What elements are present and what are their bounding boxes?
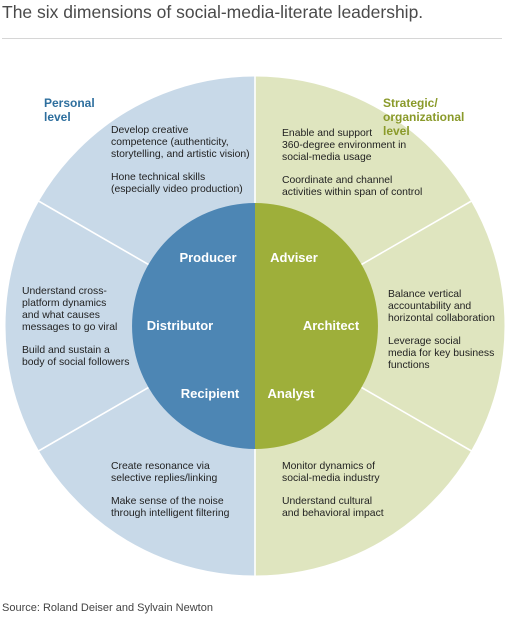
architect-role-label: Architect — [303, 318, 360, 333]
description-line: Monitor dynamics of — [282, 461, 375, 472]
description-line: Enable and support — [282, 128, 373, 139]
recipient-description: Create resonance via selective replies/l… — [111, 461, 229, 520]
description-line: Coordinate and channel — [282, 175, 393, 186]
description-line: and behavioral impact — [282, 508, 384, 519]
analyst-description: Monitor dynamics of social-media industr… — [282, 461, 384, 520]
personal-level-line: level — [44, 110, 71, 124]
producer-description: Develop creative competence (authenticit… — [111, 125, 250, 196]
personal-level-line: Personal — [44, 96, 95, 110]
description-line: 360-degree environment in — [282, 140, 407, 151]
outer-ring-personal — [5, 76, 255, 576]
description-line: and what causes — [22, 310, 100, 321]
description-line: social-media usage — [282, 152, 372, 163]
description-line: Balance vertical — [388, 289, 462, 300]
description-line: Understand cultural — [282, 496, 373, 507]
description-line: activities within span of control — [282, 187, 423, 198]
description-line: Leverage social — [388, 336, 461, 347]
description-line: (especially video production) — [111, 184, 243, 195]
page-title: The six dimensions of social-media-liter… — [2, 2, 424, 22]
producer-role-label: Producer — [179, 250, 236, 265]
analyst-role-label: Analyst — [268, 386, 316, 401]
description-line: Hone technical skills — [111, 172, 206, 183]
strategic-level-label: Strategic/ organizational level — [383, 96, 467, 138]
source-note: Source: Roland Deiser and Sylvain Newton — [2, 602, 213, 614]
inner-circle-strategic — [255, 203, 378, 449]
description-line: Develop creative — [111, 125, 189, 136]
description-line: horizontal collaboration — [388, 313, 495, 324]
architect-description: Balance vertical accountability and hori… — [388, 289, 495, 372]
outer-circle-border — [4, 75, 506, 577]
description-line: Build and sustain a — [22, 345, 110, 356]
adviser-description: Enable and support 360-degree environmen… — [282, 128, 422, 199]
description-line: competence (authenticity, — [111, 137, 229, 148]
description-line: Make sense of the noise — [111, 496, 224, 507]
description-line: Create resonance via — [111, 461, 210, 472]
description-line: storytelling, and artistic vision) — [111, 149, 250, 160]
adviser-role-label: Adviser — [270, 250, 318, 265]
description-line: social-media industry — [282, 473, 380, 484]
strategic-level-line: organizational — [383, 110, 465, 124]
strategic-level-line: level — [383, 124, 410, 138]
title-divider — [2, 38, 502, 39]
description-line: functions — [388, 360, 430, 371]
description-line: accountability and — [388, 301, 472, 312]
strategic-level-line: Strategic/ — [383, 96, 438, 110]
distributor-role-label: Distributor — [147, 318, 213, 333]
outer-ring-strategic — [255, 76, 505, 576]
distributor-description: Understand cross- platform dynamics and … — [22, 286, 129, 369]
description-line: selective replies/linking — [111, 473, 218, 484]
description-line: Understand cross- — [22, 286, 107, 297]
description-line: messages to go viral — [22, 322, 118, 333]
personal-level-label: Personal level — [44, 96, 95, 124]
description-line: platform dynamics — [22, 298, 107, 309]
recipient-role-label: Recipient — [181, 386, 240, 401]
description-line: through intelligent filtering — [111, 508, 230, 519]
description-line: media for key business — [388, 348, 495, 359]
description-line: body of social followers — [22, 357, 130, 368]
inner-circle-personal — [132, 203, 255, 449]
